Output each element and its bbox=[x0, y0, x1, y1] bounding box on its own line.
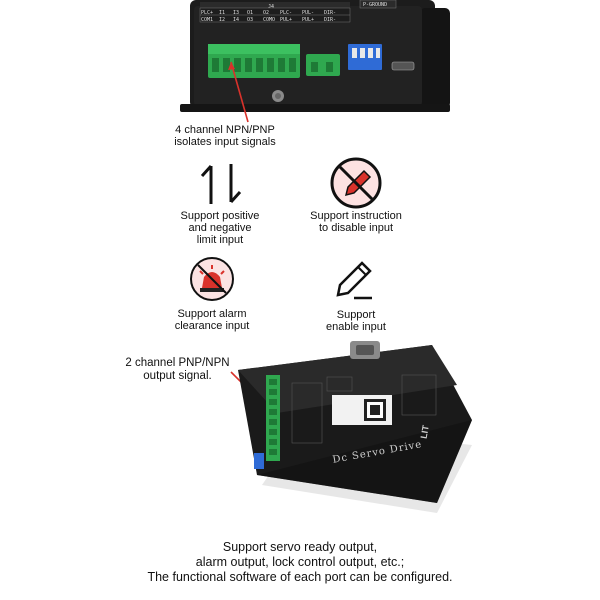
feature-label-disable: Support instruction to disable input bbox=[310, 210, 402, 234]
power-terminal-block bbox=[306, 54, 340, 76]
pin-label: DIR- bbox=[324, 10, 336, 16]
output-callout-label: 2 channel PNP/NPN output signal. bbox=[125, 357, 230, 382]
pin-label: PLC+ bbox=[201, 10, 213, 16]
feature-label-alarm: Support alarm clearance input bbox=[174, 308, 250, 332]
pin-label: O3 bbox=[247, 17, 253, 23]
connector-j4-label: J4 bbox=[268, 4, 274, 10]
pin-label: I4 bbox=[233, 17, 239, 23]
output-terminal-block bbox=[266, 375, 280, 461]
up-down-arrows-icon bbox=[197, 160, 247, 208]
enable-pen-icon bbox=[332, 257, 380, 301]
feature-label-enable: Support enable input bbox=[326, 309, 386, 333]
pin-label: PUL+ bbox=[302, 17, 314, 23]
pin-label: I2 bbox=[219, 17, 225, 23]
pin-label: O1 bbox=[247, 10, 253, 16]
pin-label: O2 bbox=[263, 10, 269, 16]
pin-label: COM1 bbox=[201, 17, 213, 23]
ground-label: P-GROUND bbox=[363, 2, 387, 8]
pin-label-grid bbox=[199, 7, 351, 23]
pin-label: I3 bbox=[233, 10, 239, 16]
pin-label: I1 bbox=[219, 10, 225, 16]
input-callout-label: 4 channel NPN/PNP isolates input signals bbox=[174, 124, 276, 148]
pin-label: PUL+ bbox=[280, 17, 292, 23]
side-dip-switch bbox=[254, 453, 264, 469]
pin-label: PUL- bbox=[302, 10, 314, 16]
db-connector bbox=[350, 341, 380, 359]
feature-label-limit: Support positive and negative limit inpu… bbox=[180, 210, 260, 246]
disable-pen-icon bbox=[328, 155, 384, 211]
footer-text: Support servo ready output, alarm output… bbox=[147, 540, 453, 584]
dip-switch bbox=[348, 44, 382, 70]
bottom-driver-image: Dc Servo Drive LIT bbox=[232, 335, 477, 515]
usb-port bbox=[391, 61, 415, 71]
alarm-clear-icon bbox=[188, 255, 236, 303]
pin-label: COMO bbox=[263, 17, 275, 23]
pin-label: PLC- bbox=[280, 10, 292, 16]
pin-label: DIR- bbox=[324, 17, 336, 23]
